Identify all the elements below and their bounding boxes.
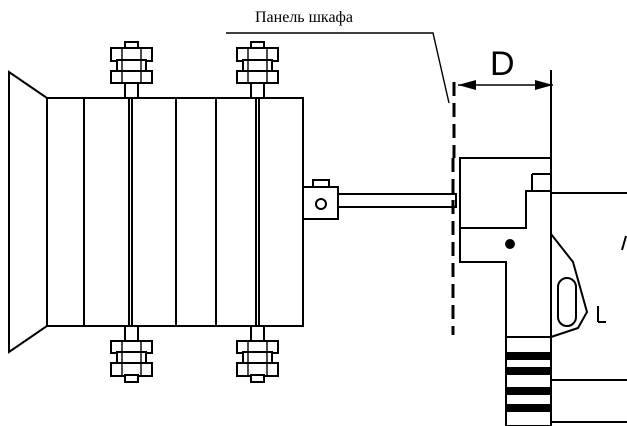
switch-body-dividers [83,98,260,326]
dimension-d [458,70,553,158]
shaft-coupling [302,179,339,220]
handle-grip-stripes [505,336,552,426]
drive-shaft [337,193,457,208]
bolt-bottom-left [110,325,153,383]
handle-assembly [459,157,552,338]
switch-bell-mouth [8,70,48,354]
dimension-label: D [490,45,515,83]
bolt-bottom-right [236,325,279,383]
panel-leader-line [226,32,450,104]
cabinet-panel [451,82,456,335]
handle-outline [550,192,627,423]
bolt-top-left [110,41,153,99]
panel-label: Панель шкафа [255,9,354,26]
bolt-top-right [236,41,279,99]
